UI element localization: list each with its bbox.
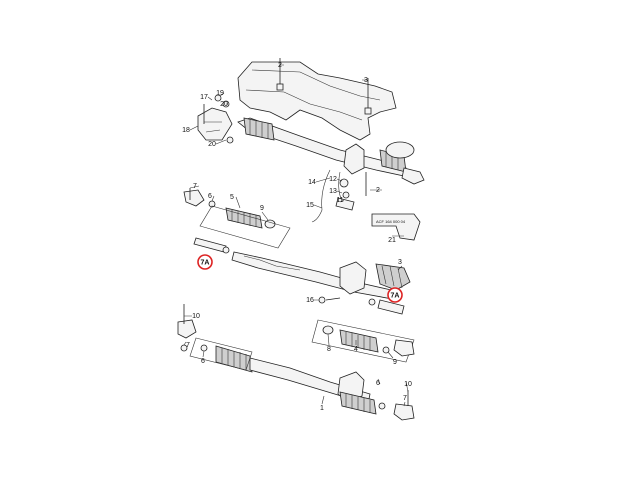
callout-number: 15 [306, 202, 314, 209]
callout-number: 7 [186, 342, 190, 349]
highlight-circle [197, 254, 213, 270]
highlight-callout-label: 7A [201, 259, 210, 266]
callout-number: 2 [278, 62, 282, 69]
callout-number: 3 [364, 77, 368, 84]
callout-number: 20 [220, 101, 228, 108]
callout-number: 1 [320, 405, 324, 412]
callout-number: 20 [208, 141, 216, 148]
tie-rod-end-bottom-right [393, 403, 415, 421]
callout-number: 12 [329, 176, 337, 183]
callout-number: 14 [308, 179, 316, 186]
tie-rod-end-top [401, 167, 425, 185]
callout-number: 4 [354, 346, 358, 353]
rack-boot-bottom-loose [339, 329, 379, 353]
callout-number: 9 [393, 359, 397, 366]
highlight-callouts: 7A 7A [197, 254, 403, 303]
callout-number: 6 [208, 193, 212, 200]
callout-number: 17 [200, 94, 208, 101]
callout-number: 18 [182, 127, 190, 134]
callout-number: 19 [216, 90, 224, 97]
label-plate [371, 213, 421, 241]
callout-number: 11 [336, 197, 343, 204]
callout-number: 8 [327, 346, 331, 353]
callout-number: 5 [230, 194, 234, 201]
callout-number: 13 [329, 188, 337, 195]
tie-rod-end-middle-left [183, 189, 205, 207]
mount-bracket [197, 107, 233, 141]
callout-number: 10 [404, 381, 412, 388]
top-assembly [189, 58, 425, 223]
callout-number: 9 [260, 205, 264, 212]
rack-boot-top-left [243, 117, 275, 141]
callout-number: 21 [388, 237, 396, 244]
valve-body-top [343, 143, 365, 175]
pinion-boot-middle [375, 263, 411, 291]
inner-tie-rod-left [193, 237, 227, 253]
callout-number: 16 [306, 297, 314, 304]
callout-number: 6 [201, 358, 205, 365]
inner-tie-rod-right [377, 299, 405, 315]
highlight-callout-label: 7A [391, 292, 400, 299]
callout-number: 6 [376, 380, 380, 387]
bottom-assembly [177, 304, 415, 421]
callout-number: 7 [193, 183, 197, 190]
plate-text: ACF 164 000 04 [376, 219, 406, 224]
callout-number: 3 [398, 259, 402, 266]
subframe [237, 61, 397, 141]
valve-body-middle [339, 261, 367, 295]
callout-number: 10 [192, 313, 200, 320]
callout-number: 2 [376, 187, 380, 194]
tie-rod-end-bottom-left [177, 319, 197, 339]
tie-rod-end-loose [393, 339, 415, 357]
middle-assembly: ACF 164 000 04 [183, 185, 421, 315]
pinion-housing-top [385, 141, 415, 159]
callout-number: 7 [403, 395, 407, 402]
highlight-circle [387, 287, 403, 303]
